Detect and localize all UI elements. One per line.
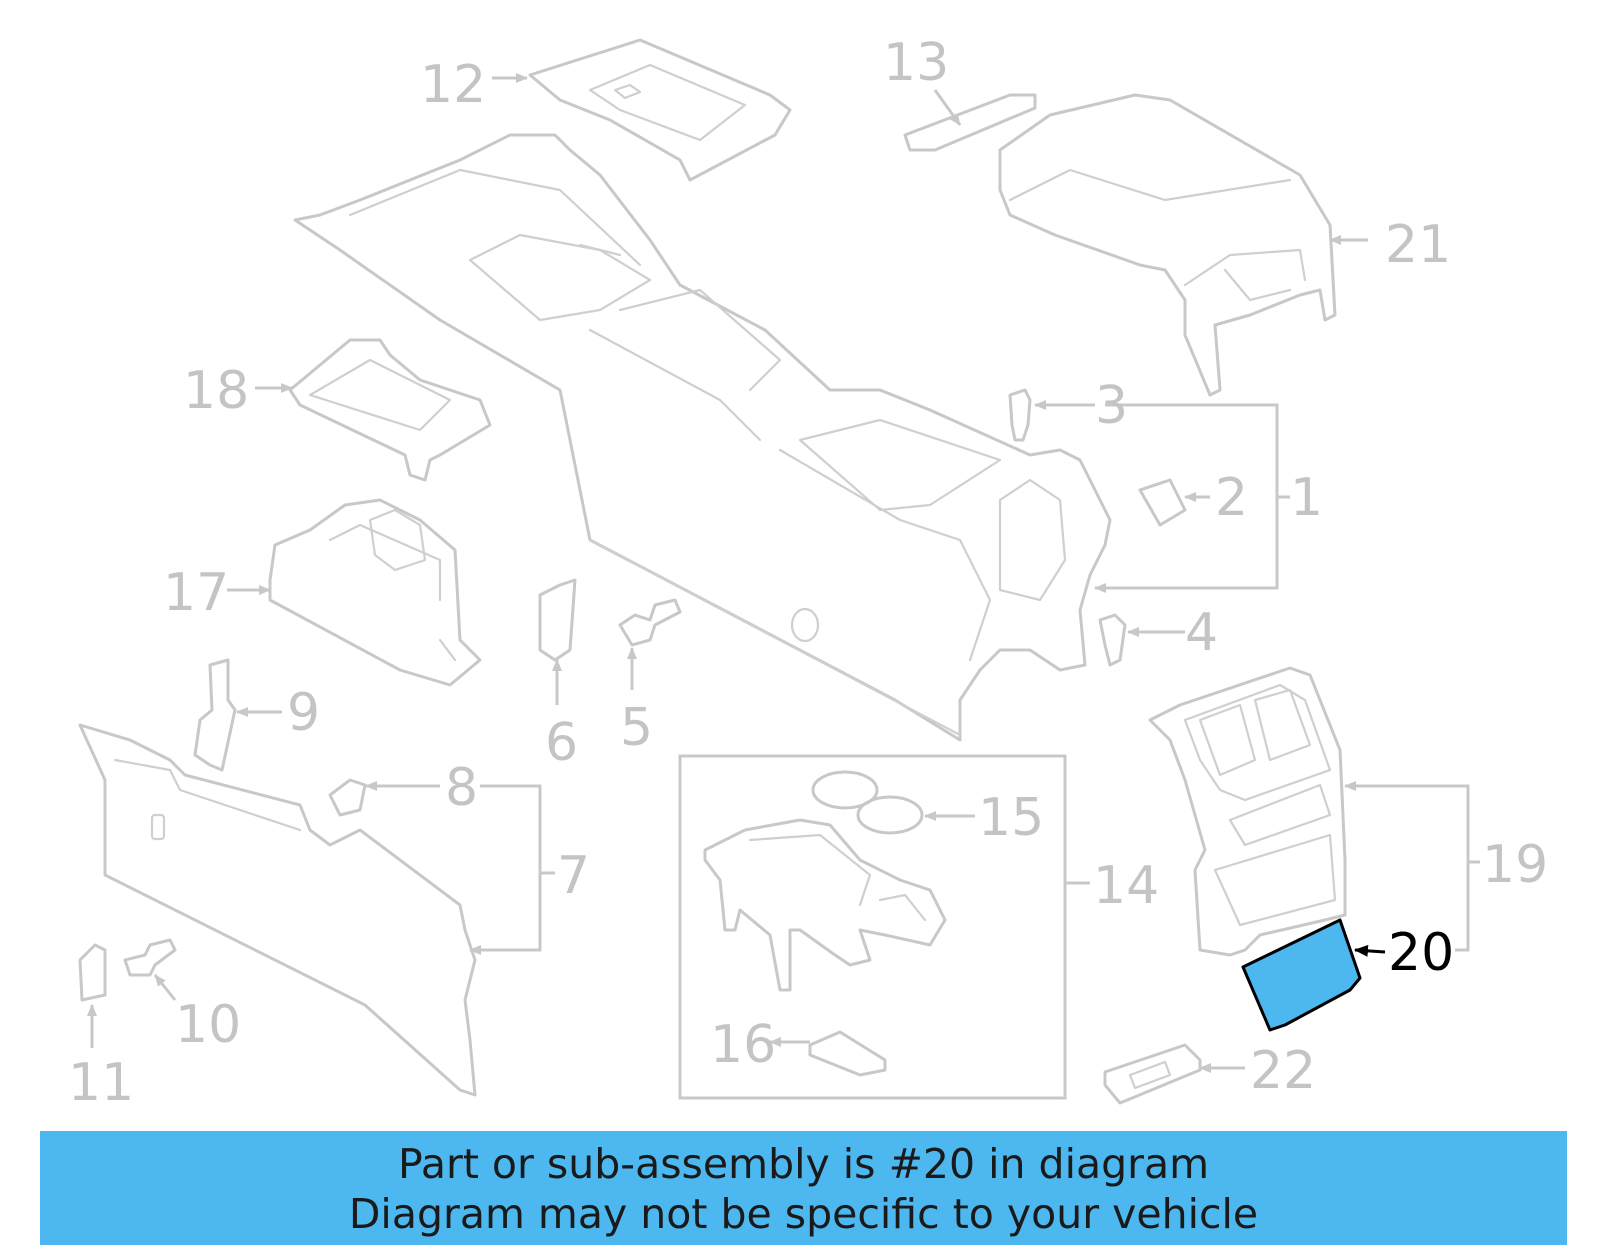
callout-4: 4 bbox=[1185, 603, 1218, 663]
callout-20: 20 bbox=[1388, 923, 1454, 983]
callout-21: 21 bbox=[1385, 215, 1451, 275]
part-11-clip bbox=[78, 943, 107, 1002]
callout-14: 14 bbox=[1093, 856, 1159, 916]
part-1-console-body bbox=[293, 133, 1112, 742]
part-22-switch bbox=[1103, 1043, 1202, 1105]
part-3-screw bbox=[1008, 388, 1032, 442]
callout-12: 12 bbox=[420, 55, 486, 115]
part-10-screw bbox=[123, 938, 177, 977]
part-21-armrest bbox=[998, 93, 1337, 397]
part-17-shifter-housing bbox=[268, 498, 482, 687]
part-12-trim-bezel bbox=[528, 38, 792, 182]
callout-22: 22 bbox=[1250, 1041, 1316, 1101]
callout-18: 18 bbox=[183, 361, 249, 421]
part-19-rear-vent bbox=[1148, 666, 1347, 957]
callout-6: 6 bbox=[545, 713, 578, 773]
part-6-clip bbox=[538, 578, 577, 662]
callout-10: 10 bbox=[175, 995, 241, 1055]
callout-19: 19 bbox=[1482, 835, 1548, 895]
banner-line-1: Part or sub-assembly is #20 in diagram bbox=[397, 1140, 1210, 1188]
part-15-rings bbox=[811, 770, 924, 835]
part-9-bracket bbox=[193, 658, 237, 772]
sub-assembly-box-14 bbox=[678, 754, 1067, 1100]
callout-11: 11 bbox=[68, 1053, 134, 1113]
part-2-pad bbox=[1138, 478, 1187, 527]
part-18-tray bbox=[288, 338, 492, 482]
callout-8: 8 bbox=[445, 758, 478, 818]
leader-lines bbox=[87, 73, 1480, 1073]
info-banner: Part or sub-assembly is #20 in diagram D… bbox=[40, 1131, 1567, 1245]
part-4-screw bbox=[1098, 613, 1127, 667]
part-13-strip bbox=[903, 93, 1037, 152]
callout-13: 13 bbox=[883, 33, 949, 93]
banner-line-2: Diagram may not be specific to your vehi… bbox=[348, 1190, 1259, 1238]
part-8-clip bbox=[328, 778, 367, 817]
part-14-cupholder bbox=[703, 818, 947, 992]
callout-16: 16 bbox=[710, 1015, 776, 1075]
part-5-screw bbox=[618, 598, 682, 647]
callout-9: 9 bbox=[287, 683, 320, 743]
callout-labels: 12 13 21 3 2 1 4 18 17 6 5 9 8 7 10 11 1… bbox=[68, 33, 1548, 1113]
part-20-shape bbox=[1241, 918, 1362, 1032]
part-7-side-panel bbox=[78, 723, 477, 1097]
callout-7: 7 bbox=[557, 846, 590, 906]
part-16-insert bbox=[808, 1030, 887, 1077]
callout-17: 17 bbox=[163, 563, 229, 623]
callout-1: 1 bbox=[1290, 468, 1323, 528]
callout-3: 3 bbox=[1095, 376, 1128, 436]
part-20-highlighted bbox=[1241, 918, 1362, 1032]
callout-5: 5 bbox=[620, 698, 653, 758]
callout-15: 15 bbox=[978, 788, 1044, 848]
callout-2: 2 bbox=[1215, 468, 1248, 528]
